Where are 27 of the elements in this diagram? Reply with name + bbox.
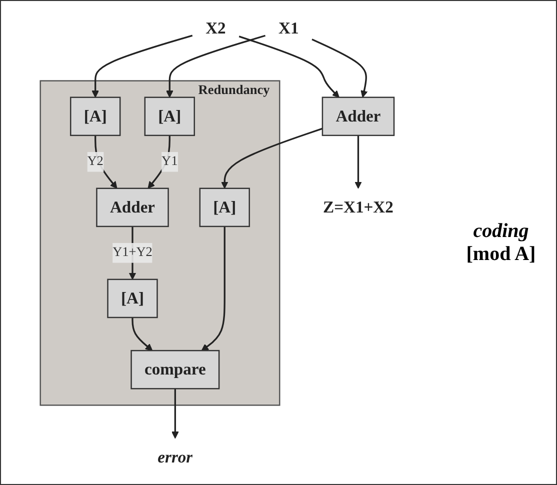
arrow: [201, 226, 226, 350]
node-box: compare: [130, 349, 220, 389]
node-box: [A]: [199, 187, 250, 227]
node-text: X1: [278, 19, 299, 38]
node-text: error: [158, 448, 193, 466]
annotation-text: [mod A]: [466, 242, 536, 266]
node-text: Z=X1+X2: [323, 198, 394, 216]
edge-label: Y2: [87, 154, 104, 168]
arrow: [172, 388, 179, 438]
node-box: [A]: [144, 96, 195, 136]
arrow: [166, 34, 266, 98]
arrow: [238, 35, 340, 98]
arrow: [94, 134, 118, 188]
arrow: [220, 127, 323, 188]
edge-label: Y1: [162, 154, 178, 168]
arrow: [132, 316, 153, 350]
node-box: [A]: [107, 278, 158, 318]
node-text: X2: [206, 19, 226, 38]
node-box: Adder: [96, 187, 169, 227]
edge-label: Y1+Y2: [112, 244, 152, 260]
arrow: [354, 134, 362, 188]
arrow: [312, 38, 368, 98]
annotation-text: coding: [473, 220, 529, 242]
arrow: [92, 34, 193, 98]
node-box: [A]: [70, 96, 121, 136]
arrow: [148, 134, 170, 188]
node-box: Adder: [322, 96, 395, 136]
